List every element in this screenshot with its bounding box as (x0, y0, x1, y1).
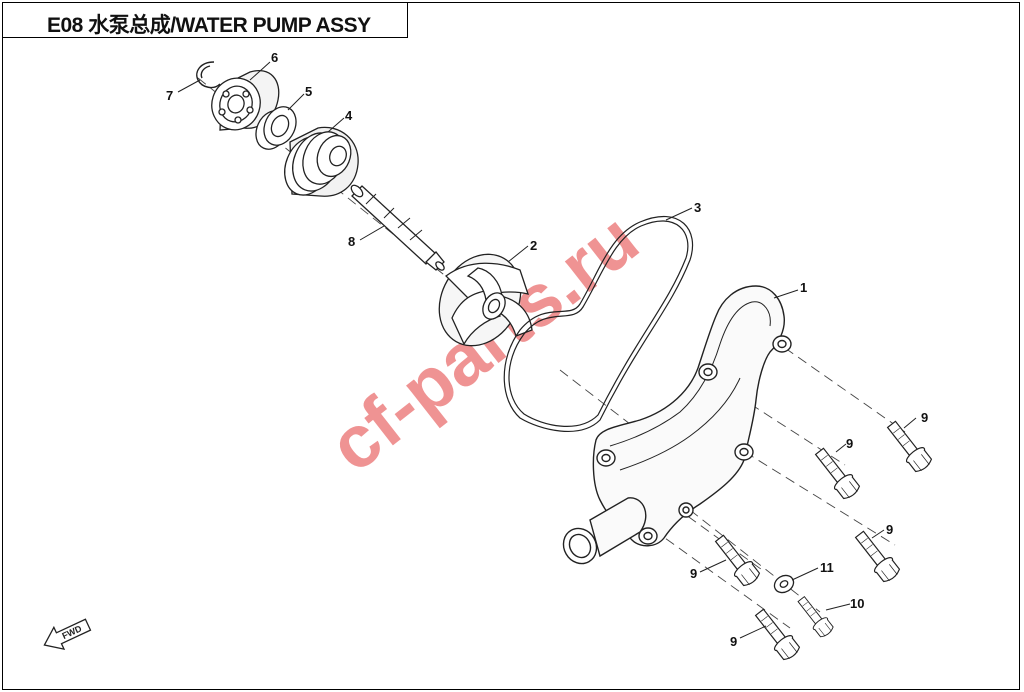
callout-number-9-e: 9 (730, 634, 737, 649)
seal-part-5 (255, 106, 297, 150)
washer-part-11 (773, 574, 795, 594)
callout-number-11: 11 (820, 560, 834, 575)
impeller-part-2 (438, 253, 533, 347)
callout-number-9-d: 9 (690, 566, 697, 581)
callout-number-1: 1 (800, 280, 807, 295)
callout-number-9-b: 9 (921, 410, 928, 425)
callout-number-10: 10 (850, 596, 864, 611)
callout-number-8: 8 (348, 234, 355, 249)
callout-number-4: 4 (345, 108, 353, 123)
forward-arrow-icon: FWD (43, 618, 92, 651)
bolt-part-9-b (810, 443, 863, 503)
gasket-part-3 (503, 216, 694, 432)
callout-number-3: 3 (694, 200, 701, 215)
callout-number-7: 7 (166, 88, 173, 103)
callout-number-6: 6 (271, 50, 278, 65)
callout-number-9-a: 9 (846, 436, 853, 451)
mechanical-seal-part-4 (284, 126, 359, 197)
bolt-part-10 (793, 593, 836, 640)
bolt-part-9-a (882, 416, 935, 476)
page-title: E08 水泵总成/WATER PUMP ASSY (47, 14, 371, 37)
shaft-part-8 (350, 184, 445, 271)
bolt-part-9-c (850, 526, 903, 586)
callout-leader-lines (177, 61, 917, 639)
callout-number-9-c: 9 (886, 522, 893, 537)
title-box: E08 水泵总成/WATER PUMP ASSY (2, 2, 408, 38)
circlip-part-7 (196, 61, 221, 89)
bolt-part-9-e (750, 604, 803, 664)
callout-number-2: 2 (530, 238, 537, 253)
callout-number-5: 5 (305, 84, 312, 99)
pump-cover-part-1 (562, 285, 792, 565)
